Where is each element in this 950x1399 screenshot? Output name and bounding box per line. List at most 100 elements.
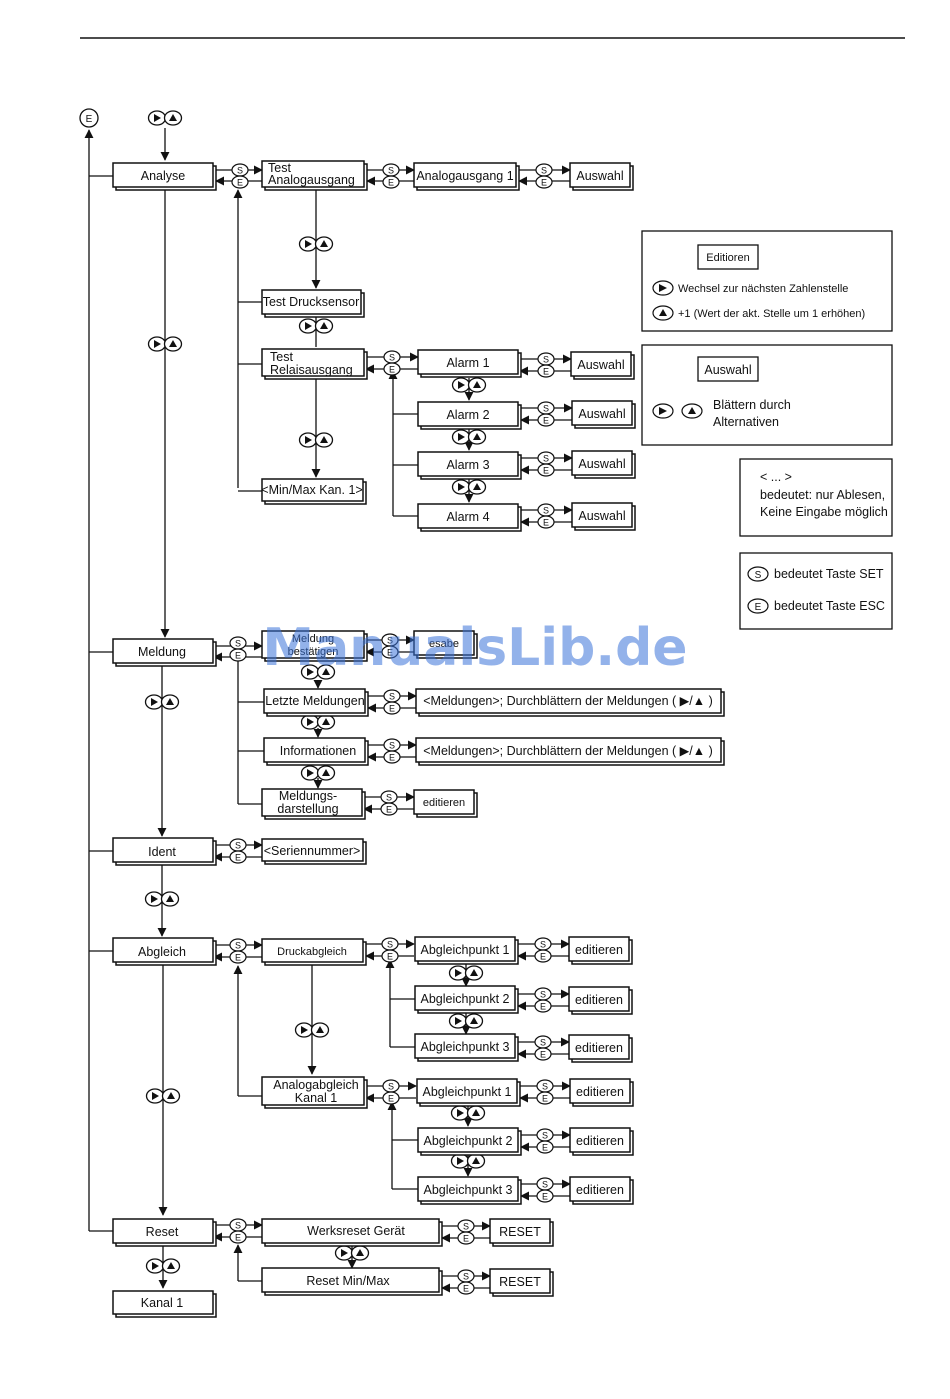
menu-box-editieren-druck-3: editieren [568,1034,633,1063]
svg-text:Kanal 1: Kanal 1 [295,1091,337,1105]
svg-text:Auswahl: Auswahl [576,169,623,183]
menu-box-auswahl-alarm-2: Auswahl [571,400,636,429]
svg-text:Analogabgleich: Analogabgleich [273,1078,359,1092]
menu-box-auswahl-alarm-1: Auswahl [570,351,635,380]
svg-text:Kanal 1: Kanal 1 [141,1296,183,1310]
svg-text:Wechsel zur nächsten Zahlenste: Wechsel zur nächsten Zahlenstelle [678,283,848,295]
svg-text:editieren: editieren [423,797,465,809]
menu-box-abgleichpunkt-1-analog: Abgleichpunkt 1 [416,1078,521,1107]
svg-text:darstellung: darstellung [277,802,338,816]
svg-text:E: E [86,114,93,125]
svg-text:<Min/Max Kan. 1>: <Min/Max Kan. 1> [261,483,362,497]
menu-box-meldungen-list-1: <Meldungen>; Durchblättern der Meldungen… [415,688,725,717]
svg-text:Editioren: Editioren [706,252,749,264]
svg-text:Letzte Meldungen: Letzte Meldungen [265,694,364,708]
menu-box-test-drucksensor: Test Drucksensor [261,289,365,318]
svg-text:<Meldungen>; Durchblättern der: <Meldungen>; Durchblättern der Meldungen… [423,694,713,708]
svg-text:Meldung: Meldung [138,645,186,659]
svg-text:E: E [755,602,762,613]
menu-box-seriennummer: <Seriennummer> [261,838,367,865]
svg-text:Auswahl: Auswahl [578,509,625,523]
svg-text:Auswahl: Auswahl [577,358,624,372]
menu-box-druckabgleich: Druckabgleich [261,938,367,966]
svg-text:Alarm 4: Alarm 4 [446,510,489,524]
svg-text:< ... >: < ... > [760,470,792,484]
svg-text:editieren: editieren [576,1085,624,1099]
svg-text:Abgleichpunkt 2: Abgleichpunkt 2 [424,1134,513,1148]
legend-auswahl: Auswahl Blättern durch Alternativen [641,344,893,446]
esc-key-icon: E [79,108,99,128]
svg-text:Test Drucksensor: Test Drucksensor [263,295,360,309]
menu-box-test-analogausgang: Test Analogausgang [261,160,368,191]
svg-text:bestätigen: bestätigen [288,646,339,658]
menu-box-auswahl-alarm-3: Auswahl [571,450,636,479]
menu-box-kanal-1: Kanal 1 [112,1290,217,1318]
svg-text:+1 (Wert der akt. Stelle um 1: +1 (Wert der akt. Stelle um 1 erhöhen) [678,308,865,320]
menu-box-reset-action-2: RESET [489,1268,554,1297]
svg-text:Abgleichpunkt 2: Abgleichpunkt 2 [421,992,510,1006]
menu-box-meldungen-list-2: <Meldungen>; Durchblättern der Meldungen… [415,737,725,766]
svg-text:<Meldungen>; Durchblättern der: <Meldungen>; Durchblättern der Meldungen… [423,744,713,758]
legend-keys: S bedeutet Taste SET E bedeutet Taste ES… [739,552,893,630]
up-arrow-key-icon [652,305,674,321]
esc-key-icon: E [747,598,769,614]
svg-text:Alarm 2: Alarm 2 [446,408,489,422]
svg-text:editieren: editieren [575,943,623,957]
svg-text:Abgleichpunkt 1: Abgleichpunkt 1 [423,1085,512,1099]
svg-text:Auswahl: Auswahl [578,457,625,471]
menu-box-meldung: Meldung [112,638,217,667]
svg-text:Abgleichpunkt 3: Abgleichpunkt 3 [421,1040,510,1054]
right-arrow-key-icon [652,403,674,419]
svg-text:Analyse: Analyse [141,169,186,183]
svg-text:Analogausgang: Analogausgang [268,173,355,187]
svg-text:Abgleichpunkt 1: Abgleichpunkt 1 [421,943,510,957]
menu-box-reset: Reset [112,1218,217,1247]
svg-text:Blättern durch: Blättern durch [713,398,791,412]
menu-box-alarm-3: Alarm 3 [417,451,522,480]
svg-text:Auswahl: Auswahl [578,407,625,421]
set-key-icon: S [747,566,769,582]
menu-box-editieren-druck-2: editieren [568,986,633,1015]
menu-box-reset-action-1: RESET [489,1218,554,1247]
menu-box-abgleichpunkt-3-analog: Abgleichpunkt 3 [417,1176,522,1205]
menu-box-editieren-meldung: editieren [413,789,478,818]
svg-text:bedeutet: nur Ablesen,: bedeutet: nur Ablesen, [760,488,885,502]
legend-editieren: Editioren Wechsel zur nächsten Zahlenste… [641,230,893,332]
menu-box-informationen: Informationen [263,737,369,766]
svg-text:S: S [755,570,762,581]
svg-text:Reset: Reset [146,1225,179,1239]
svg-text:RESET: RESET [499,1275,541,1289]
menu-box-ident: Ident [112,837,217,866]
menu-box-reset-min-max: Reset Min/Max [261,1267,443,1296]
svg-text:Analogausgang 1: Analogausgang 1 [416,169,513,183]
menu-box-alarm-1: Alarm 1 [417,349,522,378]
menu-box-editieren-analog-2: editieren [569,1127,634,1156]
up-arrow-key-icon [681,403,703,419]
svg-text:Alarm 3: Alarm 3 [446,458,489,472]
svg-text:Druckabgleich: Druckabgleich [277,946,347,958]
menu-box-letzte-meldungen: Letzte Meldungen [263,688,369,717]
menu-box-editieren-analog-3: editieren [569,1176,634,1205]
svg-text:esabe: esabe [429,638,459,650]
legend-read-only: < ... > bedeutet: nur Ablesen, Keine Ein… [739,458,893,537]
svg-text:RESET: RESET [499,1225,541,1239]
menu-box-analyse: Analyse [112,162,217,191]
svg-text:<Seriennummer>: <Seriennummer> [264,844,361,858]
svg-text:Abgleich: Abgleich [138,945,186,959]
svg-text:editieren: editieren [575,993,623,1007]
menu-box-meldung-bestaetigen: Meldung bestätigen [261,630,368,662]
watermark: ManualsLib.de [262,618,687,678]
menu-box-abgleichpunkt-2-druck: Abgleichpunkt 2 [414,985,519,1014]
svg-text:editieren: editieren [576,1183,624,1197]
menu-box-abgleichpunkt-2-analog: Abgleichpunkt 2 [417,1127,522,1156]
menu-box-analogabgleich-kanal-1: Analogabgleich Kanal 1 [261,1076,368,1109]
svg-text:Informationen: Informationen [280,744,356,758]
svg-text:Test: Test [268,161,291,175]
menu-box-editieren-analog-1: editieren [569,1078,634,1107]
svg-text:editieren: editieren [575,1041,623,1055]
right-arrow-key-icon [652,280,674,296]
svg-text:Relaisausgang: Relaisausgang [270,363,353,377]
menu-box-min-max: <Min/Max Kan. 1> [261,478,367,505]
menu-box-werksreset: Werksreset Gerät [261,1218,443,1247]
svg-text:Reset Min/Max: Reset Min/Max [306,1274,390,1288]
